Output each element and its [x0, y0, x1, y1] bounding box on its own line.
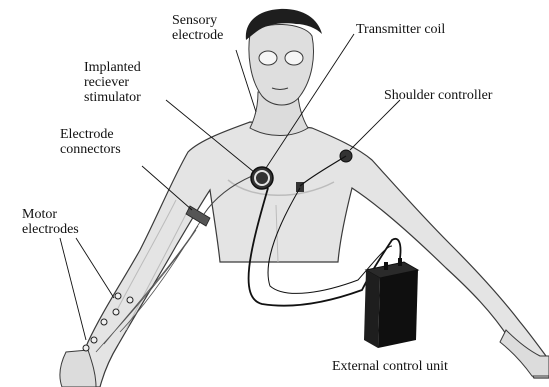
leader-motor-electrodes-1: [76, 238, 114, 298]
right-eye: [285, 51, 303, 65]
leader-motor-electrodes-2: [60, 238, 86, 340]
label-motor-electrodes: Motor electrodes: [22, 207, 79, 237]
leader-shoulder-controller: [350, 100, 400, 150]
motor-electrode-pad: [113, 309, 119, 315]
motor-electrode-pad: [115, 293, 121, 299]
left-eye: [259, 51, 277, 65]
label-sensory-electrode: Sensory electrode: [172, 13, 223, 43]
label-electrode-connectors: Electrode connectors: [60, 127, 121, 157]
motor-electrode-pad: [91, 337, 97, 343]
motor-electrode-pad: [101, 319, 107, 325]
label-external-control-unit: External control unit: [332, 359, 448, 374]
label-shoulder-controller: Shoulder controller: [384, 88, 492, 103]
body-silhouette: [74, 122, 549, 387]
motor-electrode-pad: [83, 345, 89, 351]
motor-electrode-pad: [127, 297, 133, 303]
label-implanted-receiver-stimulator: Implanted reciever stimulator: [84, 60, 141, 105]
external-control-unit-box: [364, 258, 418, 348]
label-transmitter-coil: Transmitter coil: [356, 22, 445, 37]
